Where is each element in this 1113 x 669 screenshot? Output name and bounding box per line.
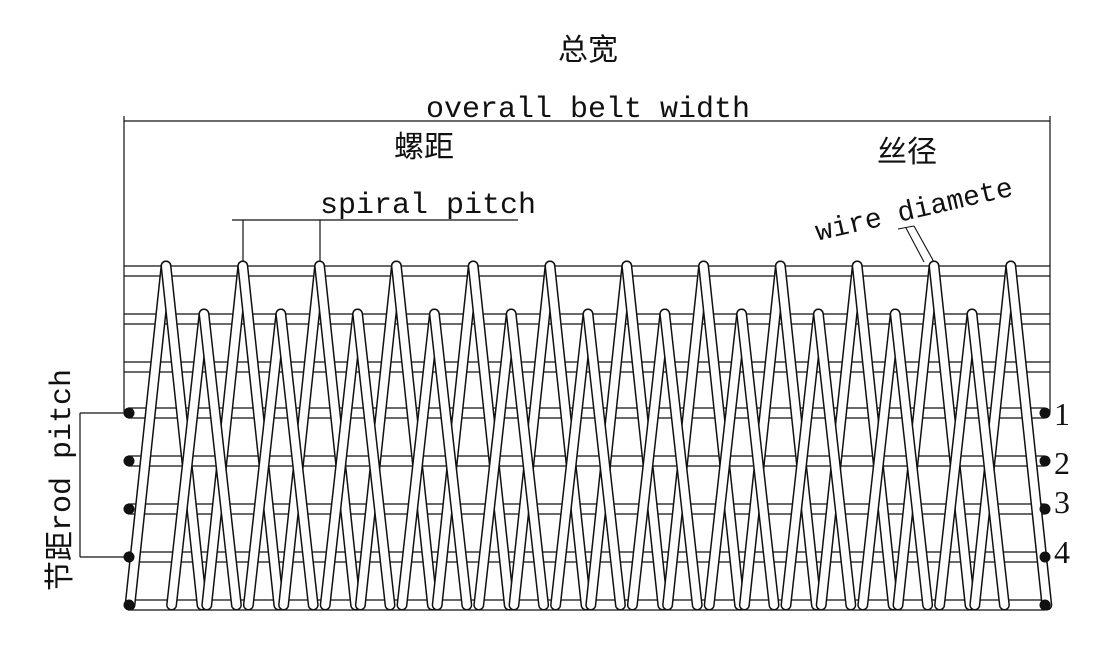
wire-diameter-leader-1 — [905, 227, 925, 263]
rod-end-right-5 — [1039, 599, 1051, 611]
rod-number-3: 3 — [1054, 484, 1070, 520]
spiral-wire-6-inner-left-fill — [551, 310, 592, 609]
spiral-wire-8-right-fill — [699, 262, 744, 609]
spiral-wire-1-inner-left-fill — [167, 310, 208, 609]
wire-diameter-underline — [897, 225, 915, 230]
overall-width-en: overall belt width — [426, 93, 750, 127]
spiral-wire-2-right-fill — [238, 262, 283, 609]
spiral-wire-1-right-fill — [162, 262, 206, 609]
spiral-wire-1-left-fill — [126, 262, 170, 609]
spiral-wire-3-right-fill — [315, 262, 360, 609]
spiral-wire-6-inner-right-fill — [584, 310, 625, 609]
overall-width-cn: 总宽 — [558, 33, 618, 68]
spiral-wire-10-left-fill — [817, 262, 862, 609]
spiral-wire-8-left-fill — [663, 262, 708, 609]
spiral-pitch-cn: 螺距 — [394, 130, 454, 165]
spiral-wire-12-right-fill — [1006, 262, 1051, 609]
spiral-wire-2-inner-left-fill — [244, 310, 285, 609]
spiral-wire-9-left-fill — [740, 262, 785, 609]
belt-mesh — [123, 260, 1053, 611]
spiral-wire-5-right-fill — [469, 262, 514, 609]
spiral-wire-7-right-fill — [622, 262, 667, 609]
rod-end-right-2 — [1039, 455, 1051, 467]
rod-pitch-cn: 节距 — [43, 531, 78, 591]
spiral-wire-9-inner-right-fill — [814, 310, 855, 609]
spiral-wire-10-inner-right-fill — [891, 310, 932, 609]
wire-diameter-leader-2 — [913, 225, 935, 263]
spiral-wire-9-right-fill — [776, 262, 821, 609]
spiral-wire-4-inner-left-fill — [398, 310, 439, 609]
rod-number-4: 4 — [1054, 534, 1070, 570]
rod-end-right-4 — [1039, 551, 1051, 563]
rod-end-right-3 — [1039, 503, 1051, 515]
wire-diameter-cn: 丝径 — [877, 135, 937, 170]
spiral-wire-5-left-fill — [433, 262, 478, 609]
spiral-wire-8-inner-right-fill — [737, 310, 778, 609]
spiral-wire-7-left-fill — [586, 262, 631, 609]
spiral-wire-5-inner-right-fill — [507, 310, 548, 609]
spiral-wire-6-right-fill — [546, 262, 590, 609]
rod-end-left-4 — [123, 551, 135, 563]
spiral-wire-3-inner-left-fill — [321, 310, 362, 609]
rod-end-left-3 — [123, 503, 135, 515]
spiral-wire-10-right-fill — [853, 262, 898, 609]
spiral-wire-1-inner-right-fill — [200, 310, 241, 609]
spiral-wire-6-left-fill — [510, 262, 554, 609]
rod-pitch-dimension — [79, 412, 126, 558]
rod-end-right-1 — [1039, 407, 1051, 419]
spiral-pitch-dimension — [232, 219, 518, 262]
rod-end-left-2 — [123, 455, 135, 467]
spiral-wire-2-left-fill — [202, 262, 247, 609]
spiral-wire-2-inner-right-fill — [276, 310, 318, 609]
spiral-wire-4-right-fill — [392, 262, 437, 609]
spiral-wire-3-left-fill — [279, 262, 324, 609]
spiral-wire-4-inner-right-fill — [430, 310, 471, 609]
spiral-wire-5-inner-left-fill — [474, 310, 516, 609]
overall-width-dimension — [123, 116, 1051, 412]
spiral-wire-10-inner-left-fill — [858, 310, 900, 609]
spiral-pitch-en: spiral pitch — [320, 189, 536, 223]
spiral-wire-7-inner-left-fill — [628, 310, 669, 609]
spiral-wire-11-right-fill — [930, 262, 974, 609]
wire-diameter-leaders — [897, 225, 935, 263]
spiral-wire-11-inner-right-fill — [968, 310, 1009, 609]
spiral-wire-12-left-fill — [970, 262, 1015, 609]
rod-end-left-1 — [123, 407, 135, 419]
spiral-wire-11-inner-left-fill — [935, 310, 976, 609]
rod-number-2: 2 — [1054, 445, 1070, 481]
rod-pitch-en: rod pitch — [46, 369, 80, 531]
spiral-wire-8-inner-left-fill — [705, 310, 746, 609]
rod-end-left-5 — [123, 599, 135, 611]
rod-number-1: 1 — [1054, 396, 1070, 432]
spiral-wire-7-inner-right-fill — [660, 310, 702, 609]
spiral-wire-4-left-fill — [356, 262, 401, 609]
spiral-wire-11-left-fill — [894, 262, 938, 609]
rod-pitch-label: 节距rod pitch — [43, 369, 80, 591]
spiral-wire-9-inner-left-fill — [782, 310, 823, 609]
wire-diameter-en: wire diamete — [813, 174, 1016, 250]
spiral-wire-3-inner-right-fill — [353, 310, 394, 609]
